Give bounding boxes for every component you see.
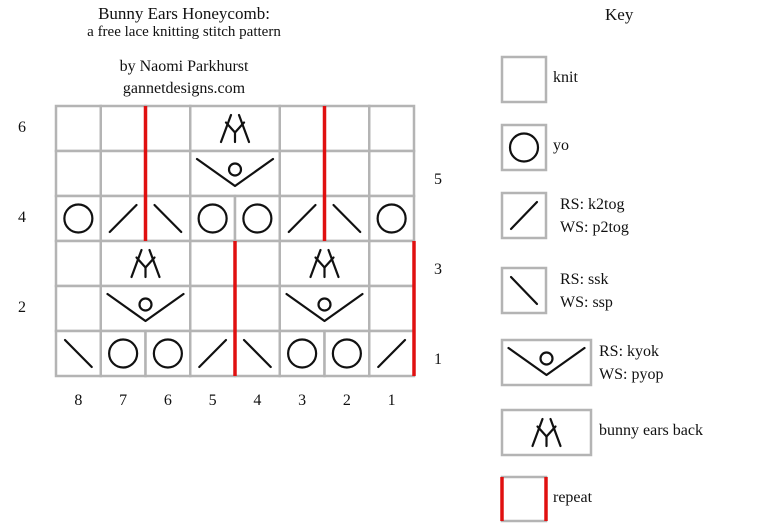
chart-cell-knit — [54, 239, 102, 288]
chart-cell-k2tog — [278, 194, 326, 243]
chart-cell-knit — [99, 149, 147, 198]
column-label: 3 — [298, 392, 307, 409]
chart-cell-knit — [144, 104, 192, 153]
chart-cell-knit — [278, 104, 326, 153]
author: by Naomi Parkhurst — [119, 58, 249, 75]
row-label-right: 5 — [434, 171, 442, 188]
chart-cell-knit — [368, 149, 416, 198]
key-title: Key — [605, 5, 634, 24]
key-item-kyok — [500, 338, 593, 387]
key-label: WS: pyop — [599, 366, 664, 383]
chart-cell-knit — [189, 284, 237, 333]
key-item-k2tog — [500, 191, 548, 240]
chart-cell-knit — [323, 104, 371, 153]
column-label: 4 — [253, 392, 262, 409]
row-label-left: 6 — [18, 119, 26, 136]
key-label: WS: ssp — [560, 294, 613, 311]
key-label: RS: kyok — [599, 343, 660, 360]
chart-cell-yo — [368, 194, 416, 243]
chart-cell-ssk — [323, 194, 371, 243]
chart-cell-k2tog — [99, 194, 147, 243]
chart-cell-ssk — [54, 329, 102, 378]
chart-cell-kyok — [189, 149, 281, 198]
website: gannetdesigns.com — [122, 80, 246, 97]
chart-cell-knit — [368, 104, 416, 153]
key-item-knit — [500, 55, 548, 104]
row-label-left: 4 — [18, 209, 26, 226]
chart-cell-kyok — [99, 284, 192, 333]
chart-cell-yo — [144, 329, 192, 378]
chart-cell-knit — [144, 149, 192, 198]
chart-cell-yo — [54, 194, 102, 243]
chart-cell-knit — [54, 104, 102, 153]
key-item-bunny — [500, 408, 593, 457]
chart-cell-bunny — [189, 104, 281, 153]
key-label: repeat — [553, 489, 593, 506]
column-label: 7 — [119, 392, 128, 409]
pattern-subtitle: a free lace knitting stitch pattern — [87, 24, 281, 40]
key-item-repeat — [500, 475, 548, 523]
pattern-title: Bunny Ears Honeycomb: — [98, 4, 270, 23]
chart-cell-yo — [189, 194, 237, 243]
chart-cell-ssk — [233, 329, 281, 378]
column-label: 1 — [387, 392, 396, 409]
chart-cell-knit — [54, 149, 102, 198]
key-item-ssk — [500, 266, 548, 315]
chart-cell-yo — [323, 329, 371, 378]
chart-cell-ssk — [144, 194, 192, 243]
chart-cell-knit — [233, 284, 281, 333]
chart-cell-bunny — [99, 239, 192, 288]
chart-cell-knit — [99, 104, 147, 153]
chart-cell-bunny — [278, 239, 371, 288]
key-label: bunny ears back — [599, 422, 703, 439]
column-label: 6 — [163, 392, 172, 409]
chart-cell-knit — [54, 284, 102, 333]
column-label: 2 — [342, 392, 351, 409]
chart-cell-knit — [368, 284, 416, 333]
chart-cell-k2tog — [368, 329, 416, 378]
chart-cell-yo — [99, 329, 147, 378]
chart-cell-knit — [233, 239, 281, 288]
key-label: RS: k2tog — [560, 196, 625, 213]
chart-cell-knit — [278, 149, 326, 198]
row-label-right: 1 — [434, 351, 442, 368]
chart-cell-kyok — [278, 284, 371, 333]
row-label-left: 2 — [18, 299, 26, 316]
key-label: RS: ssk — [560, 271, 609, 288]
chart-cell-yo — [278, 329, 326, 378]
column-label: 5 — [208, 392, 217, 409]
chart-cell-yo — [233, 194, 281, 243]
key-item-yo — [500, 123, 548, 172]
key-label: knit — [553, 69, 578, 86]
chart-cell-knit — [189, 239, 237, 288]
column-label: 8 — [74, 392, 83, 409]
key-label: WS: p2tog — [560, 219, 629, 236]
chart-cell-knit — [323, 149, 371, 198]
chart-cell-knit — [368, 239, 416, 288]
key-label: yo — [553, 137, 569, 154]
chart-cell-k2tog — [189, 329, 237, 378]
row-label-right: 3 — [434, 261, 442, 278]
